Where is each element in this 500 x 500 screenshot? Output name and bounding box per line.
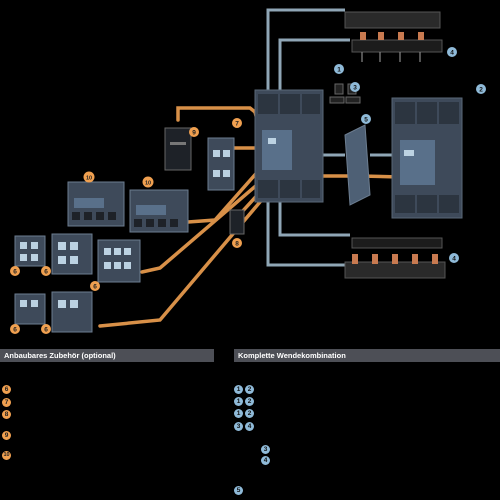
line-bottom-busbar [266, 200, 345, 267]
accessory-8-module [229, 209, 245, 235]
legend-right-r3-b: 2 [245, 409, 254, 418]
contactor-1 [254, 89, 324, 203]
callout-9: 9 [189, 127, 199, 137]
legend-left-6: 6 [2, 385, 11, 394]
callout-4-top: 4 [447, 47, 457, 57]
callout-8: 8 [232, 238, 242, 248]
callout-6c-label: 6 [93, 284, 97, 291]
contactor-2 [391, 97, 463, 219]
accessory-10b [129, 189, 189, 233]
callout-10b: 10 [142, 176, 154, 188]
callout-3: 3 [350, 82, 360, 92]
callout-5-label: 5 [364, 117, 368, 124]
callout-9-label: 9 [192, 130, 196, 137]
callout-6b: 6 [41, 266, 51, 276]
callout-10b-label: 10 [145, 181, 151, 187]
legend-right-r1-a: 1 [234, 385, 243, 394]
callout-4-bottom-label: 4 [452, 256, 456, 263]
accessory-9-module [164, 127, 192, 171]
line-bottom-link [278, 200, 350, 237]
callout-7: 7 [232, 118, 242, 128]
callout-5: 5 [361, 114, 371, 124]
callout-6d: 6 [10, 324, 20, 334]
top-busbar [344, 11, 443, 62]
callout-6b-label: 6 [44, 269, 48, 276]
accessory-10a [67, 181, 125, 227]
legend-right-r6: 4 [261, 456, 270, 465]
legend-left-9: 9 [2, 431, 11, 440]
line-callout-6a [140, 170, 274, 274]
callout-4-bottom: 4 [449, 253, 459, 263]
header-accessories: Anbaubares Zubehör (optional) [0, 349, 214, 362]
legend-right-r5: 3 [261, 445, 270, 454]
callout-6e: 6 [41, 324, 51, 334]
mechanical-interlock [344, 124, 371, 206]
callout-1: 1 [334, 64, 344, 74]
callout-6e-label: 6 [44, 327, 48, 334]
line-top-busbar [266, 8, 345, 95]
callout-8-label: 8 [235, 241, 239, 248]
line-top-link [278, 38, 350, 92]
callout-6a: 6 [10, 266, 20, 276]
callout-10a-label: 10 [86, 176, 92, 182]
callout-4-top-label: 4 [450, 50, 454, 57]
callout-10a: 10 [83, 171, 95, 183]
callout-6d-label: 6 [13, 327, 17, 334]
callout-2: 2 [476, 84, 486, 94]
legend-left-10: 10 [2, 451, 11, 460]
legend-right-r7: 5 [234, 486, 243, 495]
legend-right-r4-a: 3 [234, 422, 243, 431]
header-reversing-combination: Komplette Wendekombination [234, 349, 500, 362]
legend-right-r2-b: 2 [245, 397, 254, 406]
callout-2-label: 2 [479, 87, 483, 94]
legend-right-r4-b: 4 [245, 422, 254, 431]
legend-right-r2-a: 1 [234, 397, 243, 406]
legend-left-8: 8 [2, 410, 11, 419]
callout-6a-label: 6 [13, 269, 17, 276]
callout-6c: 6 [90, 281, 100, 291]
callout-7-label: 7 [235, 121, 239, 128]
legend-right-r1-b: 2 [245, 385, 254, 394]
callout-1-label: 1 [337, 67, 341, 74]
accessory-7-auxiliary [207, 137, 235, 191]
legend-right-r3-a: 1 [234, 409, 243, 418]
product-diagram: 1 2 3 4 4 5 6 6 6 6 6 7 8 9 10 10 [10, 8, 486, 334]
callout-3-label: 3 [353, 85, 357, 92]
bottom-busbar [344, 237, 446, 279]
legend-left-7: 7 [2, 398, 11, 407]
accessory-6-blocks [14, 233, 141, 333]
